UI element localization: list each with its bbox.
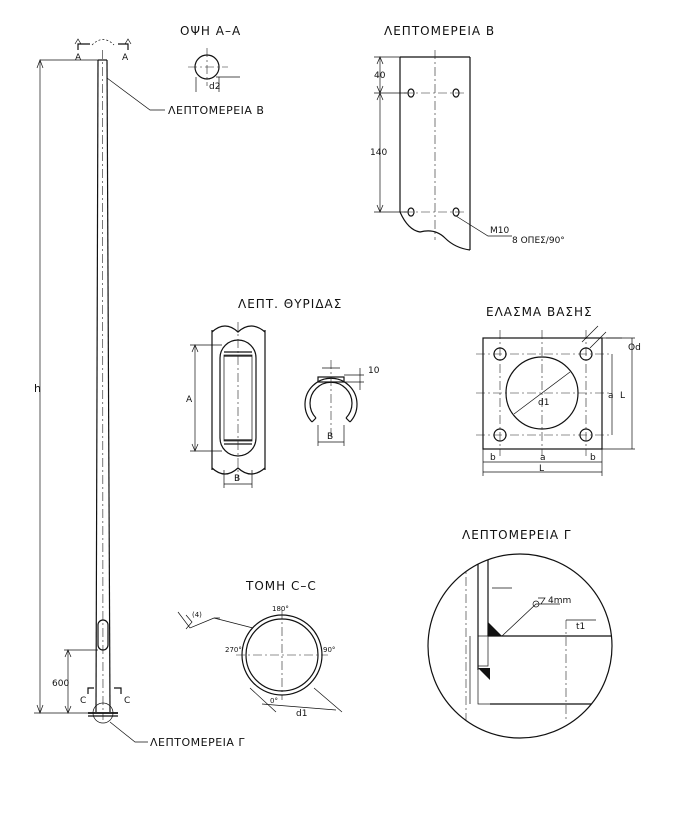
section-c-right: C [124, 696, 130, 706]
detail-g: ΛΕΠΤΟΜΕΡΕΙΑ Γ 4mm [427, 528, 613, 739]
callout-detail-g: ΛΕΠΤΟΜΕΡΕΙΑ Γ [150, 736, 245, 749]
detail-g-thickness: t1 [576, 622, 585, 632]
hatch-detail: ΛΕΠΤ. ΘΥΡΙΔΑΣ A B 10 [186, 297, 380, 488]
weld-symbol: (4) [192, 611, 202, 619]
base-plate-title: ΕΛΑΣΜΑ ΒΑΣΗΣ [486, 305, 593, 319]
base-plate-side-l: L [620, 391, 625, 401]
section-c-left: C [80, 696, 86, 706]
detail-b-bolt: M10 [490, 226, 509, 236]
base-plate-b-left: b [490, 453, 496, 463]
detail-b: ΛΕΠΤΟΜΕΡΕΙΑ Β 40 140 M10 8 ΟΠΕΣ/90° [370, 24, 565, 251]
base-plate: ΕΛΑΣΜΑ ΒΑΣΗΣ d1 Od a L b a b L [476, 305, 641, 476]
view-aa-title: ΟΨΗ Α–Α [180, 24, 241, 38]
angle-0: 0° [270, 697, 278, 705]
detail-b-holes-note: 8 ΟΠΕΣ/90° [512, 236, 565, 246]
section-a-right: A [122, 53, 129, 63]
hatch-section-b-label: B [327, 432, 333, 442]
pole-elevation: h 600 A A C C ΛΕΠΤΟΜΕΡΕΙΑ Β ΛΕΠΤΟΜΕΡΕΙΑ … [34, 38, 264, 749]
base-plate-hole-label: Od [628, 343, 641, 353]
base-plate-l-bottom: L [539, 464, 544, 474]
detail-g-weld-size: 4mm [548, 596, 571, 606]
base-plate-a-bottom: a [540, 453, 546, 463]
base-plate-b-right: b [590, 453, 596, 463]
callout-detail-b: ΛΕΠΤΟΜΕΡΕΙΑ Β [168, 104, 264, 117]
detail-b-title: ΛΕΠΤΟΜΕΡΕΙΑ Β [384, 24, 495, 38]
base-plate-side-a: a [608, 391, 614, 401]
section-a-left: A [75, 53, 82, 63]
hatch-thickness-label: 10 [368, 366, 380, 376]
detail-g-title: ΛΕΠΤΟΜΕΡΕΙΑ Γ [462, 528, 572, 542]
section-c-c: ΤΟΜΗ C–C 180° 270° 90° 0° (4) d1 [177, 579, 343, 719]
height-label: h [34, 382, 41, 395]
hatch-a-label: A [186, 395, 193, 405]
detail-b-dim-140: 140 [370, 148, 387, 158]
angle-90: 90° [323, 646, 335, 654]
hatch-b-label: B [234, 474, 240, 484]
section-cc-d1: d1 [296, 709, 307, 719]
detail-g-marker [92, 702, 114, 724]
angle-270: 270° [225, 646, 242, 654]
base-plate-d1: d1 [538, 398, 549, 408]
view-a-a: ΟΨΗ Α–Α d2 [180, 24, 241, 92]
section-cc-title: ΤΟΜΗ C–C [245, 579, 317, 593]
detail-b-dim-40: 40 [374, 71, 386, 81]
hatch-title: ΛΕΠΤ. ΘΥΡΙΔΑΣ [238, 297, 342, 311]
base-dim-label: 600 [52, 679, 69, 689]
angle-180: 180° [272, 605, 289, 613]
view-aa-d2: d2 [209, 82, 220, 92]
